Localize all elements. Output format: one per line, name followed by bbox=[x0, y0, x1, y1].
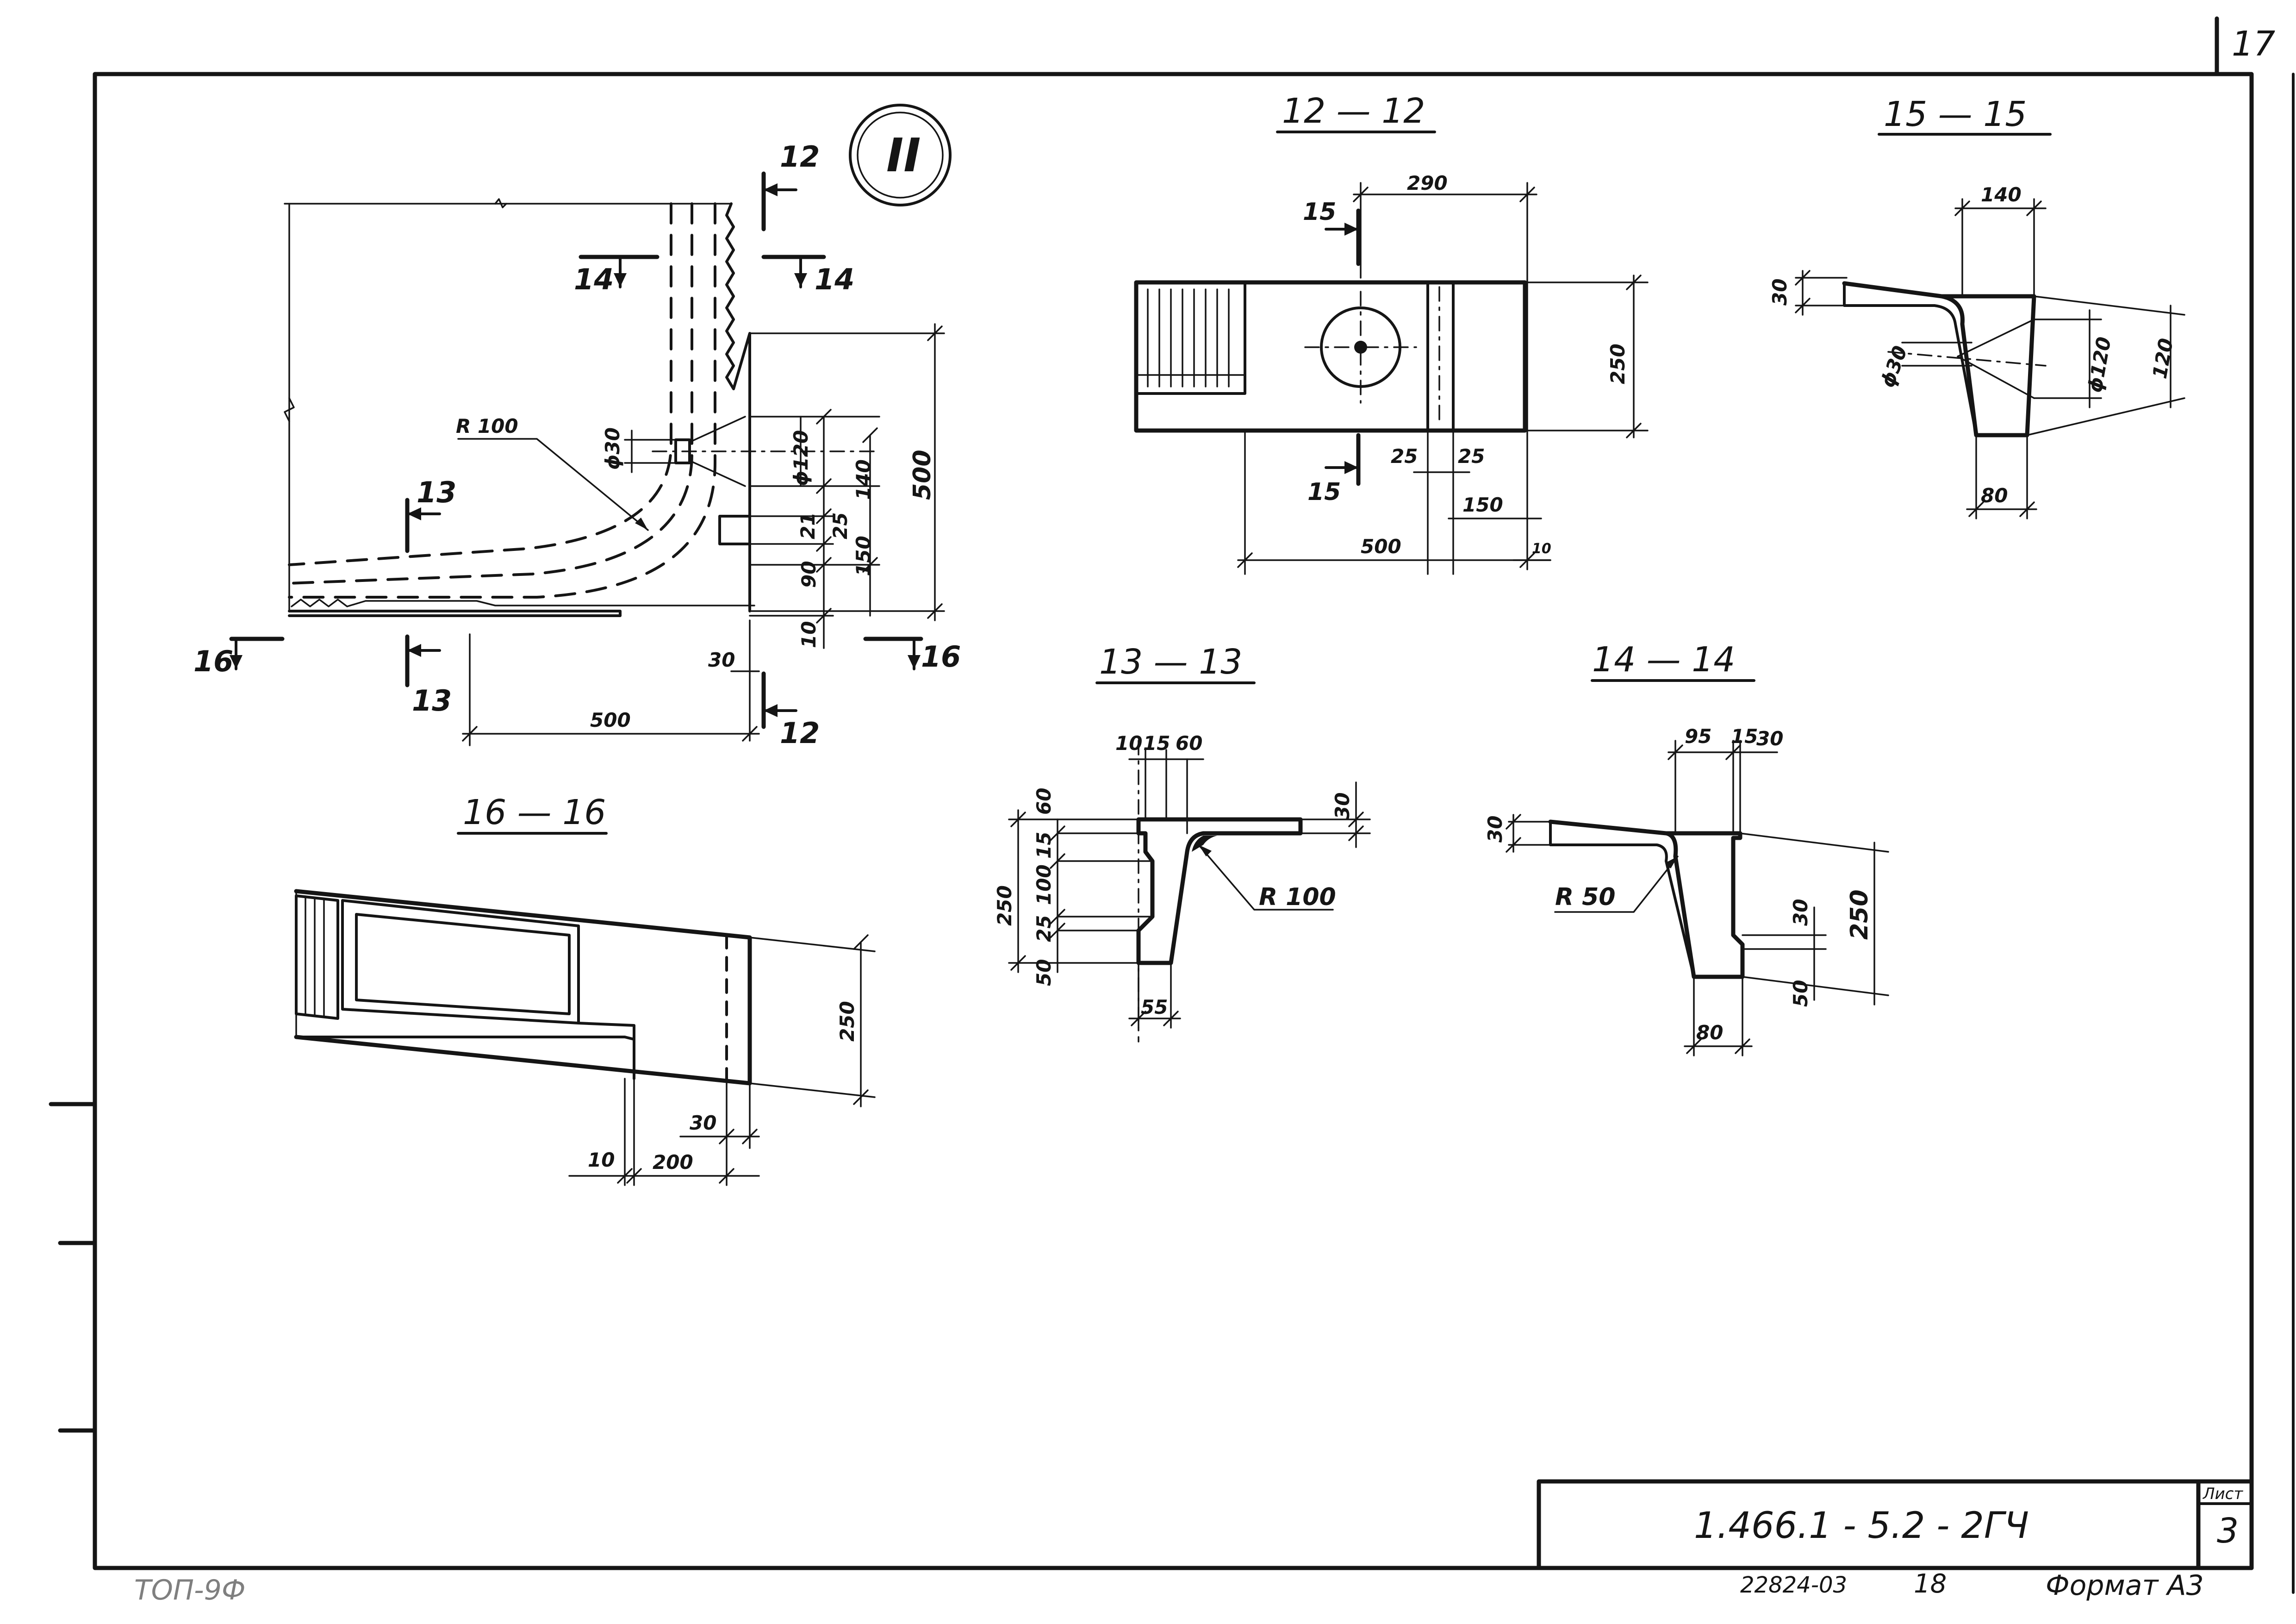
main-cut-12-top: 12 bbox=[780, 140, 820, 174]
document-code: 1.466.1 - 5.2 - 2ГЧ bbox=[1694, 1505, 2029, 1547]
section-16-title: 16 — 16 bbox=[463, 793, 606, 832]
s15-dim-80: 80 bbox=[1981, 484, 2008, 507]
s13-radius: R 100 bbox=[1259, 883, 1336, 911]
s14-dim-r250: 250 bbox=[1846, 889, 1873, 940]
s15-dim-30: 30 bbox=[1768, 279, 1791, 306]
page-counter: 18 bbox=[1914, 1569, 1947, 1599]
main-cut-markers bbox=[229, 171, 923, 729]
main-cut-14-left: 14 bbox=[574, 262, 614, 296]
main-dimensions bbox=[462, 323, 945, 746]
sheet-label: Лист bbox=[2202, 1485, 2243, 1503]
s14-dim-b80: 80 bbox=[1696, 1021, 1723, 1044]
main-cut-12-bottom: 12 bbox=[780, 716, 820, 750]
main-dim-v500: 500 bbox=[908, 450, 936, 500]
main-dim-d30: ϕ30 bbox=[601, 427, 624, 470]
s14-radius: R 50 bbox=[1555, 883, 1616, 911]
s13-dim-t15: 15 bbox=[1143, 732, 1170, 755]
main-radius: R 100 bbox=[456, 415, 518, 437]
section-14-14 bbox=[1506, 679, 1889, 1056]
s12-dim-250: 250 bbox=[1606, 344, 1629, 384]
section-13-13 bbox=[1008, 681, 1371, 1043]
format-label: Формат А3 bbox=[2046, 1569, 2204, 1602]
s14-dim-t15: 15 bbox=[1731, 725, 1758, 748]
s12-dim-500: 500 bbox=[1361, 535, 1401, 558]
main-dim-h30: 30 bbox=[708, 649, 735, 671]
s14-dim-l30: 30 bbox=[1484, 816, 1506, 843]
main-dim-v90: 90 bbox=[797, 561, 820, 588]
s15-dim-d30: ϕ30 bbox=[1876, 343, 1911, 390]
section-12-12 bbox=[1134, 131, 1649, 575]
s12-dim-10: 10 bbox=[1532, 541, 1551, 557]
s14-dim-r30: 30 bbox=[1789, 899, 1812, 926]
s16-dim-250: 250 bbox=[836, 1001, 859, 1042]
s14-dim-t95: 95 bbox=[1685, 725, 1711, 748]
main-dim-h500: 500 bbox=[590, 709, 631, 731]
s13-dim-l25: 25 bbox=[1033, 915, 1055, 942]
main-view bbox=[284, 198, 880, 617]
s15-dim-d120: ϕ120 bbox=[2084, 335, 2116, 394]
s13-dim-r30: 30 bbox=[1331, 793, 1354, 819]
s16-dim-200: 200 bbox=[653, 1151, 693, 1174]
sheet-frame bbox=[49, 16, 2295, 1594]
s13-dim-l250: 250 bbox=[993, 885, 1016, 926]
page-number: 17 bbox=[2232, 24, 2275, 64]
s13-dim-t10: 10 bbox=[1115, 732, 1142, 755]
s14-dim-t30: 30 bbox=[1756, 727, 1783, 750]
s12-dim-290: 290 bbox=[1407, 172, 1448, 194]
main-dim-v150: 150 bbox=[852, 536, 875, 576]
sheet-number: 3 bbox=[2217, 1511, 2239, 1551]
main-cut-16-right: 16 bbox=[921, 640, 961, 674]
s12-dim-25a: 25 bbox=[1391, 445, 1418, 468]
main-cut-14-right: 14 bbox=[815, 262, 854, 296]
s13-dim-l100: 100 bbox=[1033, 864, 1055, 905]
section-14-title: 14 — 14 bbox=[1592, 640, 1735, 680]
s13-dim-l15: 15 bbox=[1033, 832, 1055, 859]
main-cut-13-bottom: 13 bbox=[412, 684, 452, 718]
title-block bbox=[1537, 1479, 2254, 1570]
section-13-title: 13 — 13 bbox=[1099, 642, 1242, 682]
s13-dim-b55: 55 bbox=[1141, 996, 1168, 1018]
s15-dim-140: 140 bbox=[1981, 183, 2022, 206]
s12-dim-150: 150 bbox=[1462, 493, 1503, 516]
s13-dim-l50: 50 bbox=[1033, 959, 1055, 986]
section-12-title: 12 — 12 bbox=[1282, 91, 1425, 131]
node-marker bbox=[849, 104, 952, 206]
s14-dim-r50: 50 bbox=[1789, 980, 1812, 1007]
s12-cut-15-bottom: 15 bbox=[1307, 478, 1341, 506]
s12-dim-25b: 25 bbox=[1458, 445, 1485, 468]
section-15-title: 15 — 15 bbox=[1884, 94, 2027, 134]
s16-dim-10: 10 bbox=[588, 1149, 615, 1171]
s12-cut-15-top: 15 bbox=[1303, 198, 1336, 226]
main-dim-d120: ϕ120 bbox=[790, 430, 812, 486]
main-dim-v21: 21 bbox=[796, 512, 819, 539]
main-dim-v140: 140 bbox=[852, 459, 875, 500]
main-cut-16-left: 16 bbox=[193, 644, 233, 678]
s13-dim-t60: 60 bbox=[1176, 732, 1202, 755]
main-dim-v25: 25 bbox=[829, 512, 852, 539]
s13-dim-l60: 60 bbox=[1033, 788, 1055, 815]
section-16-16 bbox=[294, 832, 876, 1186]
node-label: II bbox=[886, 128, 921, 182]
section-15-15 bbox=[1795, 133, 2185, 519]
corner-stamp: ТОП-9Ф bbox=[134, 1574, 245, 1606]
s15-dim-120: 120 bbox=[2148, 337, 2178, 381]
s16-dim-30: 30 bbox=[690, 1112, 716, 1134]
main-dim-v10: 10 bbox=[797, 621, 820, 648]
inventory-number: 22824-03 bbox=[1740, 1572, 1847, 1598]
main-cut-13-top: 13 bbox=[417, 475, 456, 509]
